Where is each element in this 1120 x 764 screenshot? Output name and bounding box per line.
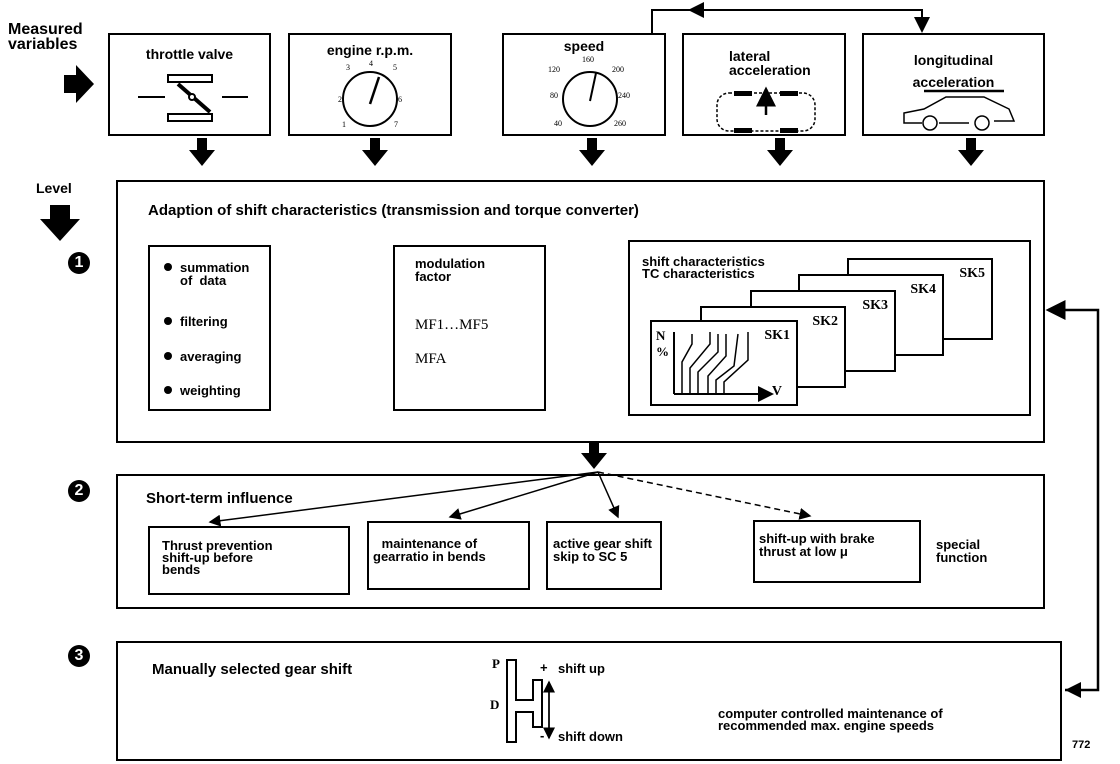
influence-label: Thrust prevention shift-up before bends <box>162 538 273 577</box>
level-3-box <box>116 641 1062 761</box>
level-3-note: computer controlled maintenance of recom… <box>718 706 943 733</box>
sheet-label: SK2 <box>812 314 838 329</box>
influence-maintenance-gearratio: maintenance of gearratio in bends <box>367 521 530 590</box>
tick: 1 <box>342 120 346 129</box>
tick: 6 <box>398 95 402 104</box>
level-arrow <box>40 205 80 241</box>
tick: 240 <box>618 91 630 100</box>
sensor-speed: speed 160 120 80 40 200 240 260 <box>502 33 666 136</box>
sheet-label: SK4 <box>910 282 936 297</box>
y-axis-label: N % <box>656 328 669 359</box>
sheet-sk1: SK1 N % V <box>650 320 798 406</box>
bullet-icon <box>164 352 172 360</box>
influence-label: maintenance of gearratio in bends <box>373 536 486 564</box>
data-processing-box: summation of data filtering averaging we… <box>148 245 271 411</box>
influence-label: active gear shift skip to SC 5 <box>553 536 652 564</box>
modulation-mfa: MFA <box>415 351 447 367</box>
throttle-valve-icon <box>138 74 248 122</box>
influence-shift-up-brake: shift-up with brake thrust at low μ <box>753 520 921 583</box>
gate-p-label: P <box>492 656 500 671</box>
data-item: averaging <box>180 349 242 364</box>
modulation-mf-range: MF1…MF5 <box>415 317 489 333</box>
measured-variables-label: Measured variables <box>8 21 83 53</box>
level-3-title: Manually selected gear shift <box>152 661 353 678</box>
level-2-badge: 2 <box>68 480 90 502</box>
data-item: summation of data <box>180 260 250 288</box>
influence-active-gear-shift: active gear shift skip to SC 5 <box>546 521 662 590</box>
characteristics-box: shift characteristics TC characteristics… <box>628 240 1031 416</box>
sensor-lateral-acceleration: lateral acceleration <box>682 33 846 136</box>
plus-label: + <box>540 660 548 675</box>
modulation-factor-box: modulation factor MF1…MF5 MFA <box>393 245 546 411</box>
data-item: filtering <box>180 314 228 329</box>
shift-curves <box>673 332 796 404</box>
tick: 80 <box>550 91 558 100</box>
car-top-view-icon <box>716 86 816 133</box>
sheet-label: SK5 <box>959 266 985 281</box>
sensor-label: speed <box>563 38 605 54</box>
sensor-longitudinal-acceleration: longitudinal acceleration <box>862 33 1045 136</box>
car-side-view-icon <box>903 89 1016 131</box>
influence-thrust-prevention: Thrust prevention shift-up before bends <box>148 526 350 595</box>
tick: 200 <box>612 65 624 74</box>
gate-d-label: D <box>490 697 500 712</box>
level-3-badge: 3 <box>68 645 90 667</box>
tick: 4 <box>369 59 373 68</box>
bullet-icon <box>164 317 172 325</box>
sensor-label: longitudinal acceleration <box>912 52 995 90</box>
special-function-label: special function <box>936 537 988 565</box>
level-1-badge: 1 <box>68 252 90 274</box>
level-2-box <box>116 474 1045 609</box>
characteristics-title: shift characteristics TC characteristics <box>642 254 765 281</box>
shift-up-label: shift up <box>558 661 605 676</box>
tick: 120 <box>548 65 560 74</box>
level-1-title: Adaption of shift characteristics (trans… <box>148 202 639 219</box>
data-item: weighting <box>180 383 241 398</box>
tick: 2 <box>338 95 342 104</box>
speedometer-icon <box>562 71 618 127</box>
shift-down-label: shift down <box>558 729 623 744</box>
minus-label: - <box>540 728 545 743</box>
tachometer-icon <box>342 71 398 127</box>
tick: 160 <box>582 55 594 64</box>
influence-label: shift-up with brake thrust at low μ <box>759 531 875 559</box>
tick: 5 <box>393 63 397 72</box>
sheet-label: SK3 <box>862 298 888 313</box>
sensor-down-arrows <box>189 138 984 469</box>
sensor-engine-rpm: engine r.p.m. 3 4 5 2 6 1 7 <box>288 33 452 136</box>
tick: 7 <box>394 120 398 129</box>
input-arrow <box>64 65 94 103</box>
sensor-label: throttle valve <box>145 46 234 62</box>
sensor-label: lateral acceleration <box>729 48 811 78</box>
tick: 40 <box>554 119 562 128</box>
sensor-label: engine r.p.m. <box>326 42 414 58</box>
tick: 3 <box>346 63 350 72</box>
figure-number: 772 <box>1072 739 1091 751</box>
sensor-throttle-valve: throttle valve <box>108 33 271 136</box>
tick: 260 <box>614 119 626 128</box>
level-label: Level <box>36 180 72 196</box>
modulation-title: modulation factor <box>415 256 486 284</box>
level-2-title: Short-term influence <box>146 490 293 507</box>
bullet-icon <box>164 386 172 394</box>
bullet-icon <box>164 263 172 271</box>
sheet-label: SK1 <box>764 328 790 343</box>
